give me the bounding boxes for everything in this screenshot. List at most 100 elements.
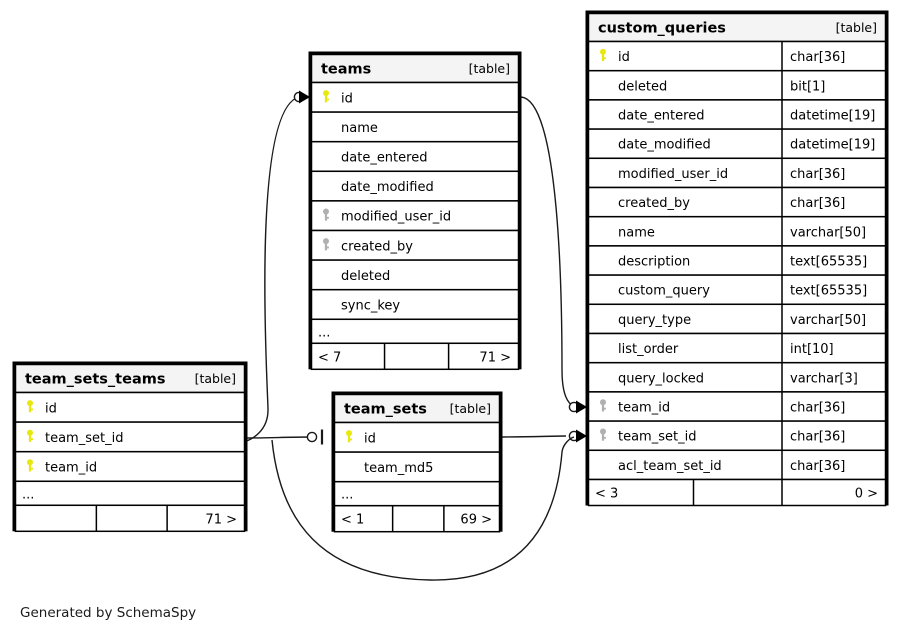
table-custom_queries[interactable]: custom_queries [table] id char[36] deleted bi…: [585, 10, 889, 507]
foreign-key-icon: [323, 208, 329, 221]
table-name: teams: [321, 62, 371, 78]
table-row[interactable]: [587, 332, 887, 364]
table-header-bg: [333, 393, 501, 424]
column-name: id: [618, 50, 630, 65]
relationships-layer: [245, 90, 587, 581]
relationship-line[interactable]: [500, 435, 567, 438]
column-type: char[36]: [790, 459, 845, 474]
column-name: id: [341, 91, 353, 106]
table-header-bg: [14, 363, 246, 394]
relationship-rel-teams-id-to-tst-team-id[interactable]: [245, 90, 310, 442]
column-name: custom_query: [618, 284, 710, 299]
relationship-rel-tst-bottom-to-cq-team-set-id[interactable]: [271, 436, 575, 581]
column-type: char[36]: [790, 430, 845, 445]
column-type: int[10]: [790, 342, 834, 357]
relationship-line[interactable]: [245, 436, 313, 439]
footer-child-count[interactable]: 71 >: [479, 350, 511, 365]
column-type: char[36]: [790, 50, 845, 65]
table-row[interactable]: [587, 420, 887, 452]
relationship-line[interactable]: [245, 96, 300, 442]
column-name: deleted: [341, 269, 390, 284]
table-row[interactable]: [310, 111, 520, 143]
table-type-tag: [table]: [469, 61, 510, 76]
column-type: bit[1]: [790, 79, 825, 94]
table-row[interactable]: [310, 200, 520, 232]
table-footer: [333, 504, 501, 533]
table-row[interactable]: [587, 245, 887, 276]
column-name: description: [618, 255, 690, 270]
column-name: modified_user_id: [618, 167, 728, 182]
footer-parent-count[interactable]: < 7: [318, 350, 341, 365]
more-columns-label: ...: [341, 488, 353, 503]
table-row[interactable]: [310, 288, 520, 321]
foreign-key-icon: [600, 428, 606, 441]
column-name: date_entered: [341, 151, 427, 166]
foreign-key-icon: [323, 238, 329, 251]
relationship-rel-teamsets-id-to-tst-team-set-id[interactable]: [245, 429, 324, 445]
column-type: char[36]: [790, 401, 845, 416]
table-row[interactable]: [310, 229, 520, 261]
primary-key-icon: [27, 400, 33, 413]
column-name: date_modified: [618, 138, 711, 153]
footer-parent-count[interactable]: < 1: [341, 513, 364, 528]
more-columns-row[interactable]: [310, 318, 520, 345]
footer-child-count[interactable]: 71 >: [205, 512, 237, 527]
relationship-rel-teamsets-id-to-cq-team-set-id[interactable]: [500, 429, 587, 443]
table-row[interactable]: [14, 450, 246, 483]
table-type-tag: [table]: [195, 371, 236, 386]
table-name: team_sets: [344, 402, 427, 418]
relationship-rel-teams-id-to-cq-team-id[interactable]: [520, 96, 587, 414]
optional-zero-marker: [306, 431, 318, 443]
table-row[interactable]: [587, 69, 887, 101]
relationship-line[interactable]: [271, 436, 575, 581]
footer-child-count[interactable]: 69 >: [460, 513, 492, 528]
generator-note: Generated by SchemaSpy: [20, 605, 197, 621]
more-columns-label: ...: [22, 487, 34, 502]
column-name: created_by: [618, 196, 690, 211]
table-row[interactable]: [14, 391, 246, 423]
footer-parent-count[interactable]: < 3: [595, 487, 618, 502]
column-name: acl_team_set_id: [618, 459, 722, 474]
table-name: custom_queries: [598, 21, 726, 37]
table-row[interactable]: [333, 451, 501, 483]
crows-foot-marker: [576, 400, 587, 414]
table-row[interactable]: [587, 274, 887, 306]
primary-key-icon: [346, 430, 352, 443]
table-row[interactable]: [310, 170, 520, 202]
column-name: query_locked: [618, 371, 704, 386]
column-type: char[36]: [790, 196, 845, 211]
more-columns-label: ...: [318, 325, 330, 340]
column-name: id: [45, 401, 57, 416]
table-type-tag: [table]: [836, 20, 877, 35]
column-type: varchar[50]: [790, 313, 866, 328]
column-name: name: [618, 225, 655, 240]
table-row[interactable]: [587, 186, 887, 218]
column-name: created_by: [341, 239, 413, 254]
tables-layer: custom_queries [table] id char[36] deleted bi…: [12, 10, 889, 533]
column-name: list_order: [618, 342, 679, 357]
table-teams[interactable]: teams[table]idnamedate_entereddate_modif…: [308, 51, 522, 371]
primary-key-icon: [27, 429, 33, 442]
table-footer: [14, 504, 246, 533]
column-name: date_modified: [341, 180, 434, 195]
column-type: text[65535]: [790, 284, 867, 299]
table-row[interactable]: [587, 391, 887, 422]
column-name: team_set_id: [45, 431, 123, 446]
foreign-key-icon: [600, 399, 606, 412]
column-name: deleted: [618, 79, 667, 94]
table-team_sets_teams[interactable]: team_sets_teams[table]idteam_set_idteam_…: [12, 361, 248, 533]
table-row[interactable]: [587, 449, 887, 481]
table-row[interactable]: [333, 421, 501, 453]
table-row[interactable]: [14, 421, 246, 453]
relationship-line[interactable]: [520, 96, 575, 407]
table-type-tag: [table]: [450, 401, 491, 416]
crows-foot-marker: [576, 429, 587, 443]
table-row[interactable]: [587, 40, 887, 72]
more-columns-row[interactable]: [333, 480, 501, 507]
column-name: sync_key: [341, 299, 400, 314]
footer-child-count[interactable]: 0 >: [855, 487, 878, 502]
primary-key-icon: [600, 48, 606, 62]
more-columns-row[interactable]: [14, 480, 246, 507]
